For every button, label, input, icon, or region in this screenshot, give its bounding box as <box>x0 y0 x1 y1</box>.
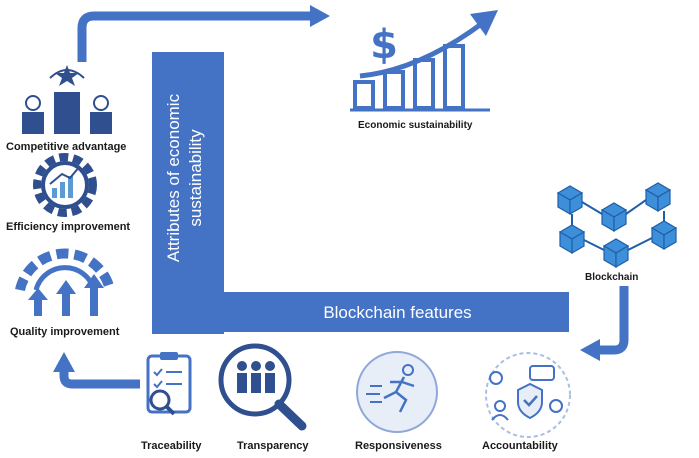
running-person-icon <box>356 351 438 433</box>
competitive-advantage-label: Competitive advantage <box>6 141 127 153</box>
svg-text:$: $ <box>370 22 398 68</box>
economic-sustainability-label: Economic sustainability <box>358 120 473 131</box>
shield-check-icon <box>485 352 571 438</box>
podium-icon <box>22 65 112 134</box>
transparency-label: Transparency <box>237 440 309 452</box>
traceability-label: Traceability <box>141 440 202 452</box>
accountability-label: Accountability <box>482 440 558 452</box>
attributes-bar-label: Attributes of economic sustainability <box>164 93 205 263</box>
top-arrow <box>77 5 330 62</box>
people-magnifier-icon <box>218 343 307 431</box>
right-arrow <box>580 286 629 361</box>
dollar-growth-icon: $ <box>350 10 498 112</box>
gear-arrows-icon <box>15 248 115 316</box>
blockchain-cubes-icon <box>556 182 678 269</box>
gear-chart-icon <box>33 153 97 217</box>
responsiveness-label: Responsiveness <box>355 440 442 452</box>
features-bar <box>152 292 569 332</box>
attributes-bar <box>152 52 224 334</box>
features-bar-label: Blockchain features <box>323 303 472 322</box>
efficiency-improvement-label: Efficiency improvement <box>6 221 131 233</box>
blockchain-label: Blockchain <box>585 272 639 283</box>
quality-improvement-label: Quality improvement <box>10 326 120 338</box>
clipboard-magnifier-icon <box>146 352 192 416</box>
left-arrow <box>53 352 140 389</box>
